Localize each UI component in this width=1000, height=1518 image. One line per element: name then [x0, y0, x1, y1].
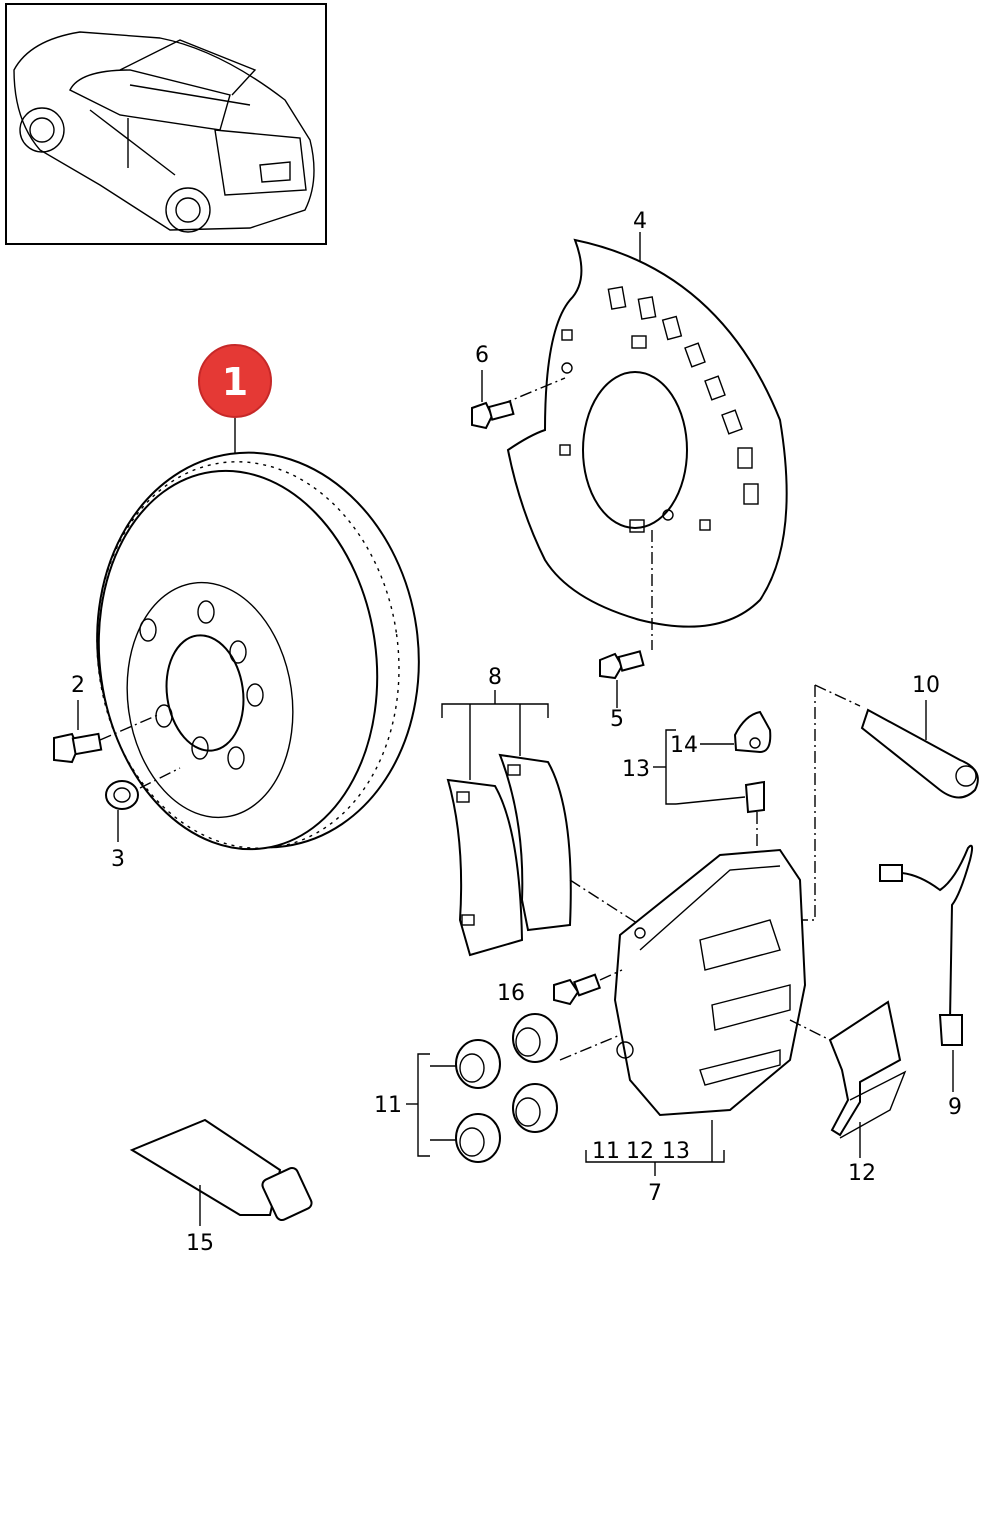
label-13: 13 [622, 757, 650, 782]
brake-caliper-part-7[interactable] [559, 848, 807, 1176]
label-7: 7 [648, 1181, 662, 1206]
group-7-item-12: 12 [626, 1139, 654, 1164]
group-7-item-11: 11 [592, 1139, 620, 1164]
plug-part-3[interactable] [105, 767, 181, 842]
bleeder-valve-part-13[interactable] [653, 729, 765, 850]
grease-tube-part-15[interactable] [129, 1118, 314, 1226]
label-12: 12 [848, 1161, 876, 1186]
label-5: 5 [610, 707, 624, 732]
label-14: 14 [670, 733, 698, 758]
vehicle-thumbnail [5, 3, 327, 245]
group-7-item-13: 13 [662, 1139, 690, 1164]
brake-pads-part-8[interactable] [441, 690, 641, 957]
suv-icon [13, 31, 315, 233]
bolt-part-6[interactable] [471, 370, 515, 430]
brake-disc[interactable] [72, 432, 444, 869]
part-labels: 4 6 8 2 10 5 14 13 3 16 11 9 11 12 13 12… [71, 209, 962, 1256]
wheel-bolt-part-2[interactable] [53, 700, 161, 764]
label-11: 11 [374, 1093, 402, 1118]
wear-sensor-part-9[interactable] [879, 844, 974, 1092]
label-15: 15 [186, 1231, 214, 1256]
label-9: 9 [948, 1095, 962, 1120]
callout-badge-1[interactable]: 1 [198, 344, 272, 462]
piston-seals-part-11[interactable] [406, 1013, 558, 1163]
label-8: 8 [488, 665, 502, 690]
dust-cap-part-14[interactable] [700, 710, 772, 754]
label-10: 10 [912, 673, 940, 698]
label-16: 16 [497, 981, 525, 1006]
label-4: 4 [633, 209, 647, 234]
label-3: 3 [111, 847, 125, 872]
spring-clip-part-12[interactable] [789, 1000, 907, 1158]
callout-number: 1 [222, 360, 248, 404]
bolt-part-5[interactable] [599, 650, 645, 708]
bolt-part-16[interactable] [553, 969, 623, 1006]
guide-bolt-part-10[interactable] [790, 684, 979, 921]
splash-shield-part-4[interactable] [499, 232, 788, 650]
label-2: 2 [71, 673, 85, 698]
label-6: 6 [475, 343, 489, 368]
